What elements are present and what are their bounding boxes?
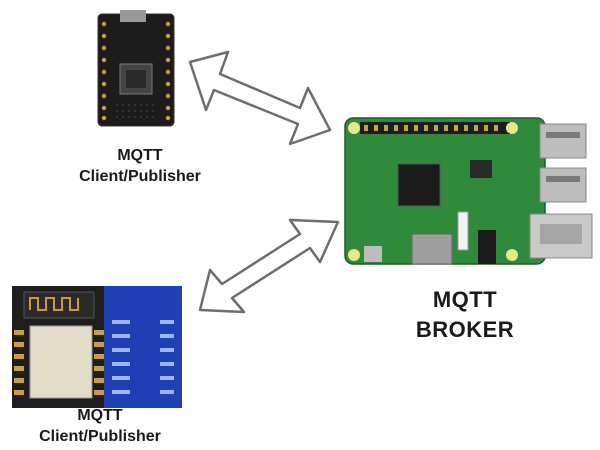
client-publisher-bottom-label: MQTT Client/Publisher xyxy=(0,405,200,447)
esp-wifi-module-icon xyxy=(12,286,182,408)
broker-label: MQTT BROKER xyxy=(385,285,545,345)
double-arrow-bottom xyxy=(198,218,340,314)
broker-role: BROKER xyxy=(415,317,515,342)
raspberry-pi-board-icon xyxy=(344,117,593,265)
client-publisher-top-label: MQTT Client/Publisher xyxy=(30,145,250,187)
client-top-role: Client/Publisher xyxy=(79,168,201,185)
double-arrow-top xyxy=(188,50,332,146)
client-top-protocol: MQTT xyxy=(117,147,163,164)
client-bottom-role: Client/Publisher xyxy=(39,428,161,445)
microcontroller-board-icon xyxy=(97,10,175,127)
broker-protocol: MQTT xyxy=(432,287,498,312)
client-bottom-protocol: MQTT xyxy=(77,407,123,424)
